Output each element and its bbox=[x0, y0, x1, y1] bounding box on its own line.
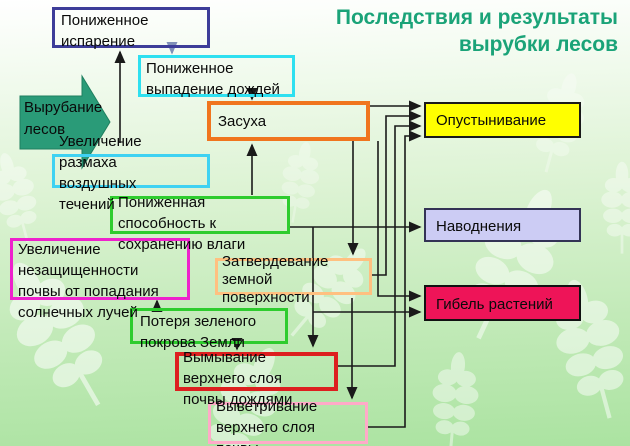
label-desertification: Опустынивание bbox=[436, 112, 547, 129]
label-lowered-rainfall: Пониженное выпадение дождей bbox=[146, 60, 280, 98]
arrow-vyvetrivanie-to-opustynivanie bbox=[368, 130, 422, 428]
label-green-cover-loss: Потеря зеленого покрова Земли bbox=[140, 313, 257, 351]
arrow-vymyvanie-to-opustynivanie bbox=[338, 120, 422, 367]
arrow-zasukha-to-gibel bbox=[377, 141, 422, 302]
arrow-zatverdevanie-to-opustynivanie bbox=[372, 110, 422, 276]
node-soil-hardening bbox=[215, 258, 372, 295]
node-soil-exposure bbox=[10, 238, 190, 300]
label-plant-death: Гибель растений bbox=[436, 296, 553, 313]
deforestation-arrow-label: Вырубание лесов bbox=[24, 99, 103, 138]
node-moisture-retention bbox=[110, 196, 290, 234]
node-drought bbox=[207, 101, 370, 141]
label-moisture-retention: Пониженная способность к сохранению влаг… bbox=[118, 194, 246, 253]
label-floods: Наводнения bbox=[436, 218, 522, 235]
node-lowered-evaporation bbox=[52, 7, 210, 48]
node-floods bbox=[424, 208, 581, 242]
node-topsoil-washout bbox=[175, 352, 338, 391]
label-topsoil-washout: Вымывание верхнего слоя почвы дождями bbox=[183, 349, 293, 408]
label-air-currents: Увеличение размаха воздушных течений bbox=[59, 133, 142, 213]
slide-title: Последствия и результаты вырубки лесов bbox=[335, 6, 618, 56]
label-lowered-evaporation: Пониженное испарение bbox=[61, 12, 149, 50]
node-topsoil-weathering bbox=[208, 402, 368, 444]
node-lowered-rainfall bbox=[138, 55, 295, 97]
node-air-currents bbox=[52, 154, 210, 188]
label-topsoil-weathering: Выветривание верхнего слоя почвы bbox=[216, 398, 318, 446]
node-desertification bbox=[424, 102, 581, 138]
node-plant-death bbox=[424, 285, 581, 321]
block-arrow-shape bbox=[19, 74, 111, 170]
label-soil-exposure: Увеличение незащищенности почвы от попад… bbox=[18, 241, 159, 321]
node-green-cover-loss bbox=[130, 308, 288, 344]
label-drought: Засуха bbox=[218, 113, 267, 130]
label-soil-hardening: Затвердевание земной поверхности bbox=[222, 253, 329, 306]
